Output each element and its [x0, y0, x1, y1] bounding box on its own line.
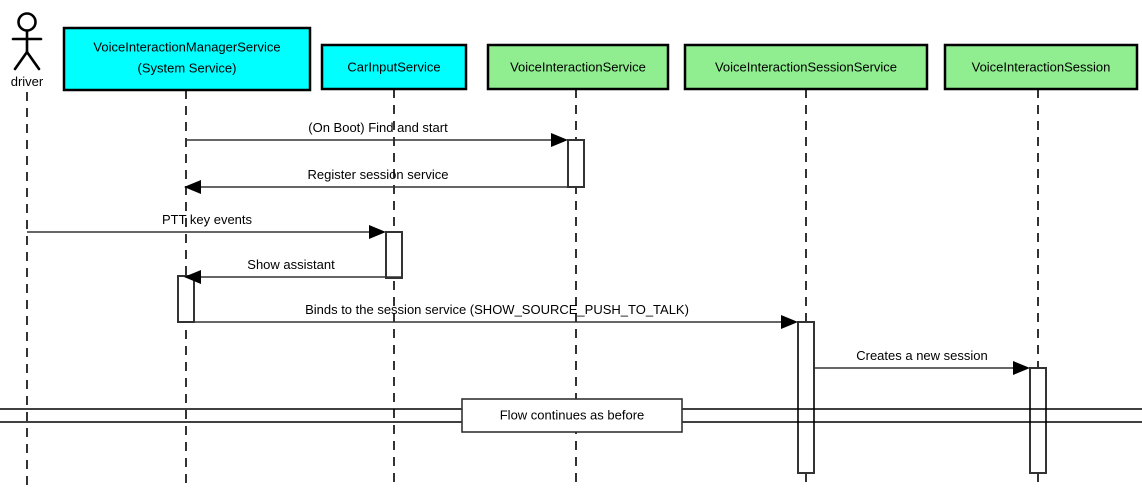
message-label-binds-to-session-service: Binds to the session service (SHOW_SOURC…: [305, 302, 689, 317]
participant-header-vsession[interactable]: VoiceInteractionSession: [943, 43, 1139, 91]
arrowhead-right-find-and-start: [551, 133, 568, 147]
participant-label-vsess-service: VoiceInteractionSessionService: [715, 59, 897, 74]
actor-driver-label: driver: [11, 74, 44, 89]
activation-bar-vsession: [1029, 367, 1047, 474]
participant-header-vsess-service[interactable]: VoiceInteractionSessionService: [683, 43, 929, 91]
arrowhead-right-ptt-key-events: [369, 225, 386, 239]
divider-label-box: [461, 398, 683, 433]
participant-label-vims-line2: (System Service): [138, 60, 237, 75]
participant-label-vsession: VoiceInteractionSession: [972, 59, 1111, 74]
divider-label-text: Flow continues as before: [500, 407, 645, 422]
participant-box-vims[interactable]: [62, 26, 312, 92]
message-label-find-and-start: (On Boot) Find and start: [308, 120, 448, 135]
activation-bar-vsess-service: [797, 321, 815, 474]
participant-box-vsess-service[interactable]: [683, 43, 929, 91]
participant-box-carinput[interactable]: [320, 43, 468, 91]
participant-header-carinput[interactable]: CarInputService: [320, 43, 468, 91]
message-find-and-start: (On Boot) Find and start: [186, 120, 568, 147]
participant-header-vis[interactable]: VoiceInteractionService: [486, 43, 670, 91]
divider-flow-continues: Flow continues as before: [0, 398, 1142, 433]
participant-label-carinput: CarInputService: [347, 59, 440, 74]
message-label-register-session-service: Register session service: [308, 167, 449, 182]
activation-bars-group: [177, 139, 1047, 474]
activation-bar-carinput: [385, 231, 403, 279]
message-label-show-assistant: Show assistant: [247, 257, 335, 272]
message-ptt-key-events: PTT key events: [27, 212, 386, 239]
arrowhead-left-show-assistant: [184, 270, 201, 284]
message-label-creates-a-new-session: Creates a new session: [856, 348, 988, 363]
stick-figure-actor-icon-leg-right: [25, 50, 41, 71]
participant-label-vims-line1: VoiceInteractionManagerService: [93, 39, 280, 54]
activation-bar-vims: [177, 275, 195, 323]
participant-box-vsession[interactable]: [943, 43, 1139, 91]
participant-header-vims[interactable]: VoiceInteractionManagerService (System S…: [62, 26, 312, 92]
arrowhead-right-creates-a-new-session: [1013, 361, 1030, 375]
message-show-assistant: Show assistant: [184, 257, 402, 284]
arrowhead-right-binds-to-session-service: [781, 315, 798, 329]
participant-box-vis[interactable]: [486, 43, 670, 91]
arrowhead-left-register-session-service: [184, 180, 201, 194]
message-creates-a-new-session: Creates a new session: [814, 348, 1030, 375]
message-register-session-service: Register session service: [184, 167, 584, 194]
participant-label-vis: VoiceInteractionService: [510, 59, 646, 74]
actor-driver: driver: [11, 12, 44, 89]
stick-figure-actor-icon-leg-left: [13, 50, 29, 71]
stick-figure-actor-icon-head: [17, 12, 37, 32]
message-label-ptt-key-events: PTT key events: [162, 212, 253, 227]
activation-bar-vis: [567, 139, 585, 188]
message-binds-to-session-service: Binds to the session service (SHOW_SOURC…: [178, 302, 798, 329]
